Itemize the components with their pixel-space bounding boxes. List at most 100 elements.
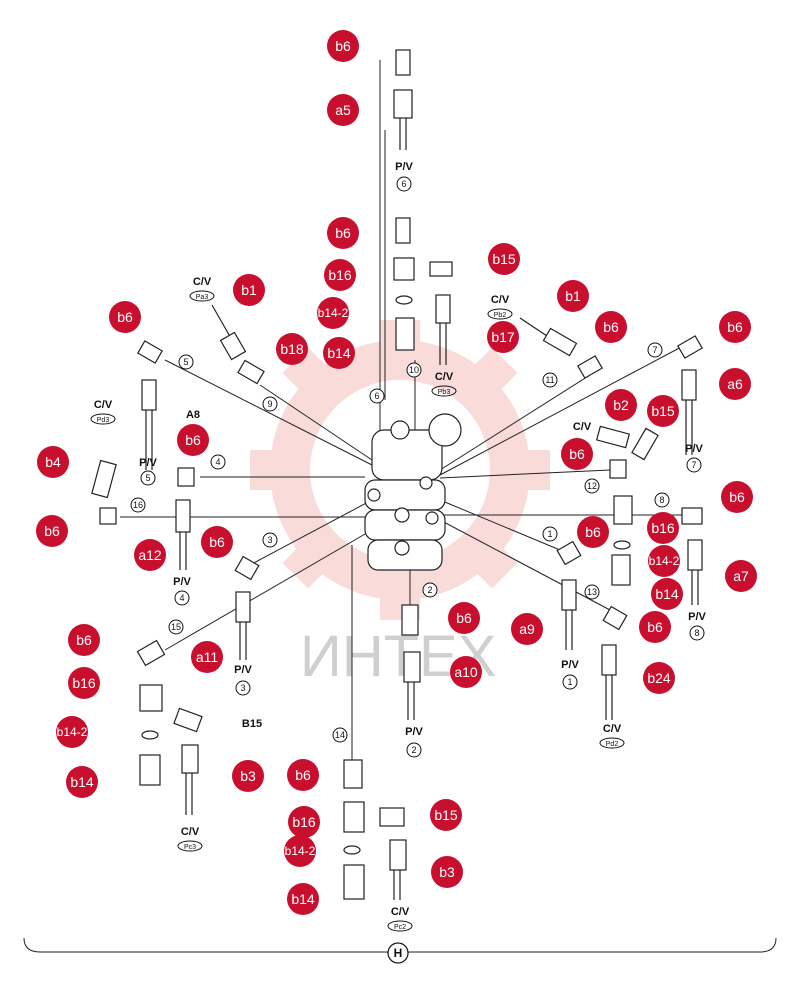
circled-number: 1	[562, 674, 578, 690]
circled-number: 7	[647, 342, 663, 358]
svg-text:b6: b6	[569, 446, 585, 462]
circled-number: 8	[689, 625, 705, 641]
svg-text:b6: b6	[585, 524, 601, 540]
svg-text:3: 3	[240, 683, 245, 693]
svg-text:C/V: C/V	[94, 399, 113, 411]
callout: b6	[109, 301, 141, 333]
svg-text:b6: b6	[647, 619, 663, 635]
svg-text:P/V: P/V	[405, 726, 423, 738]
circled-number: 6	[396, 176, 412, 192]
circled-number: 15	[168, 619, 184, 635]
circled-number: 12	[584, 478, 600, 494]
circled-number: 9	[262, 396, 278, 412]
circled-number: 14	[332, 727, 348, 743]
callout: b14-2	[284, 835, 316, 867]
svg-text:b16: b16	[328, 267, 352, 283]
svg-text:b6: b6	[44, 523, 60, 539]
svg-text:8: 8	[659, 495, 664, 505]
svg-text:C/V: C/V	[491, 294, 510, 306]
svg-text:12: 12	[587, 481, 597, 491]
svg-text:C/V: C/V	[193, 276, 212, 288]
svg-text:Pb2: Pb2	[494, 312, 507, 319]
callout: b6	[68, 624, 100, 656]
svg-text:A8: A8	[186, 409, 200, 421]
svg-text:b18: b18	[280, 341, 304, 357]
callout: b17	[487, 321, 519, 353]
callout: b16	[288, 806, 320, 838]
callout: b2	[605, 389, 637, 421]
svg-text:a7: a7	[733, 568, 749, 584]
callout: b14	[651, 578, 683, 610]
callout: b6	[177, 424, 209, 456]
svg-text:b15: b15	[492, 251, 516, 267]
callout: b14	[323, 337, 355, 369]
svg-text:b6: b6	[727, 319, 743, 335]
svg-text:P/V: P/V	[395, 161, 413, 173]
callout: b6	[577, 516, 609, 548]
section-label: H	[394, 946, 403, 960]
svg-text:4: 4	[179, 593, 184, 603]
svg-text:Pc3: Pc3	[184, 844, 196, 851]
svg-text:14: 14	[335, 730, 345, 740]
svg-text:C/V: C/V	[181, 826, 200, 838]
svg-text:8: 8	[694, 628, 699, 638]
callout: a5	[327, 94, 359, 126]
svg-text:Pd3: Pd3	[97, 417, 110, 424]
callout: a10	[450, 656, 482, 688]
svg-text:b16: b16	[651, 520, 675, 536]
callout: b1	[557, 280, 589, 312]
svg-text:b6: b6	[335, 38, 351, 54]
callout: a12	[134, 539, 166, 571]
callout: b6	[721, 481, 753, 513]
circled-number: 1	[542, 526, 558, 542]
section-bracket: H	[23, 937, 777, 964]
circled-number: 2	[406, 742, 422, 758]
svg-text:b14: b14	[327, 345, 351, 361]
svg-text:11: 11	[545, 375, 554, 385]
callout: a7	[725, 560, 757, 592]
svg-text:2: 2	[411, 745, 416, 755]
callout: b6	[201, 526, 233, 558]
svg-text:b6: b6	[335, 225, 351, 241]
circled-number: 3	[262, 532, 278, 548]
callout: a11	[191, 641, 223, 673]
callout: b6	[448, 602, 480, 634]
callout: b16	[68, 667, 100, 699]
svg-text:P/V: P/V	[234, 664, 252, 676]
callout: b14-2	[56, 716, 88, 748]
circled-number: 10	[406, 362, 422, 378]
callout: b14-2	[648, 545, 680, 577]
svg-text:b14: b14	[70, 774, 94, 790]
text-labels: P/V C/V Pa3 C/V Pb2 C/V Pb3 A8 P/V C/V P…	[90, 161, 707, 932]
svg-text:4: 4	[215, 457, 220, 467]
svg-text:b15: b15	[434, 807, 458, 823]
svg-text:7: 7	[691, 460, 696, 470]
svg-text:1: 1	[567, 677, 572, 687]
svg-text:13: 13	[587, 587, 597, 597]
svg-text:b6: b6	[117, 309, 133, 325]
svg-text:3: 3	[267, 535, 272, 545]
svg-text:7: 7	[652, 345, 657, 355]
svg-text:b14-2: b14-2	[649, 554, 680, 568]
svg-text:9: 9	[267, 399, 272, 409]
svg-text:5: 5	[145, 473, 150, 483]
svg-text:Pb3: Pb3	[438, 389, 451, 396]
svg-text:a5: a5	[335, 102, 351, 118]
svg-text:b24: b24	[647, 670, 671, 686]
fittings	[91, 49, 703, 900]
svg-text:Pa3: Pa3	[196, 294, 209, 301]
circled-number: 5	[140, 470, 156, 486]
svg-text:5: 5	[183, 357, 188, 367]
callout: b24	[643, 662, 675, 694]
callout: b18	[276, 333, 308, 365]
callout: a9	[511, 613, 543, 645]
callout: b6	[327, 217, 359, 249]
svg-text:6: 6	[374, 391, 379, 401]
callout: b16	[647, 512, 679, 544]
svg-text:b6: b6	[456, 610, 472, 626]
svg-text:P/V: P/V	[561, 659, 579, 671]
svg-text:P/V: P/V	[685, 443, 703, 455]
svg-text:P/V: P/V	[139, 457, 157, 469]
